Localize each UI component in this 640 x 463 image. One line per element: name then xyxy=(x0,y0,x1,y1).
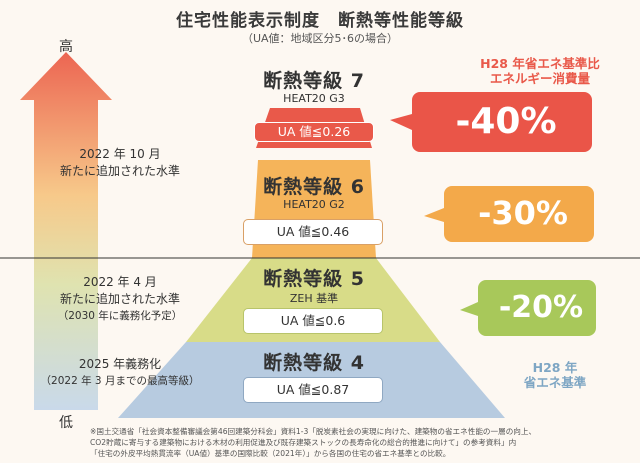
grade4-title: 断熱等級 4 xyxy=(263,352,365,374)
callout-grade5 xyxy=(460,280,596,336)
savings-header-line2: エネルギー消費量 xyxy=(489,71,590,86)
performance-arrow xyxy=(20,52,112,410)
note-2022-oct: 2022 年 10 月 新たに追加された水準 xyxy=(30,146,210,180)
grade6-sub: HEAT20 G2 xyxy=(283,198,345,211)
grade5-sub: ZEH 基準 xyxy=(289,292,339,305)
savings-base-line1: H28 年 xyxy=(532,360,578,375)
grade5-savings: -20% xyxy=(498,290,584,325)
note-2022-apr: 2022 年 4 月 新たに追加された水準 （2030 年に義務化予定） xyxy=(30,274,210,325)
note-2022-oct-date: 2022 年 10 月 xyxy=(79,147,161,161)
savings-header-line1: H28 年省エネ基準比 xyxy=(480,56,600,71)
page-subtitle: （UA値：地域区分5･6の場合） xyxy=(241,32,399,45)
savings-base: H28 年 省エネ基準 xyxy=(510,360,600,390)
note-2022-apr-plan: （2030 年に義務化予定） xyxy=(57,310,183,322)
callout-grade7 xyxy=(390,92,592,152)
grade7-title: 断熱等級 7 xyxy=(263,70,365,92)
savings-header: H28 年省エネ基準比 エネルギー消費量 xyxy=(450,56,630,86)
note-2022-apr-date: 2022 年 4 月 xyxy=(83,275,157,289)
page-title: 住宅性能表示制度 断熱等性能等級 xyxy=(176,11,464,31)
savings-base-line2: 省エネ基準 xyxy=(523,375,587,390)
high-label: 高 xyxy=(59,39,73,55)
note-2025: 2025 年義務化 （2022 年 3 月までの最高等級） xyxy=(30,356,210,390)
low-label: 低 xyxy=(59,415,73,431)
grade6-title: 断熱等級 6 xyxy=(263,176,365,198)
footnote-line3: 「住宅の外皮平均熱貫流率（UA値）基準の国際比較（2021年）」から各国の住宅の… xyxy=(90,449,451,458)
note-2022-oct-desc: 新たに追加された水準 xyxy=(59,164,180,178)
note-2025-desc: （2022 年 3 月までの最高等級） xyxy=(40,375,200,387)
grade6-ua-box: UA 値≦0.46 xyxy=(243,219,383,245)
callout-grade6 xyxy=(424,186,594,242)
grade7-savings: -40% xyxy=(455,101,557,142)
grade6-savings: -30% xyxy=(478,194,568,232)
footnote: ※国土交通省「社会資本整備審議会第46回建築分科会」資料1-3「脱炭素社会の実現… xyxy=(90,426,536,459)
grade7-sub: HEAT20 G3 xyxy=(283,92,345,105)
note-2022-apr-desc: 新たに追加された水準 xyxy=(59,292,180,306)
grade5-ua-box: UA 値≦0.6 xyxy=(243,308,383,334)
footnote-line2: CO2貯蔵に寄与する建築物における木材の利用促進及び既存建築ストックの長寿命化の… xyxy=(90,438,517,447)
grade5-title: 断熱等級 5 xyxy=(263,268,365,290)
grade7-ua-box: UA 値≦0.26 xyxy=(254,122,374,142)
note-2025-title: 2025 年義務化 xyxy=(78,357,162,371)
grade4-ua-box: UA 値≦0.87 xyxy=(243,377,383,403)
footnote-line1: ※国土交通省「社会資本整備審議会第46回建築分科会」資料1-3「脱炭素社会の実現… xyxy=(90,427,537,436)
